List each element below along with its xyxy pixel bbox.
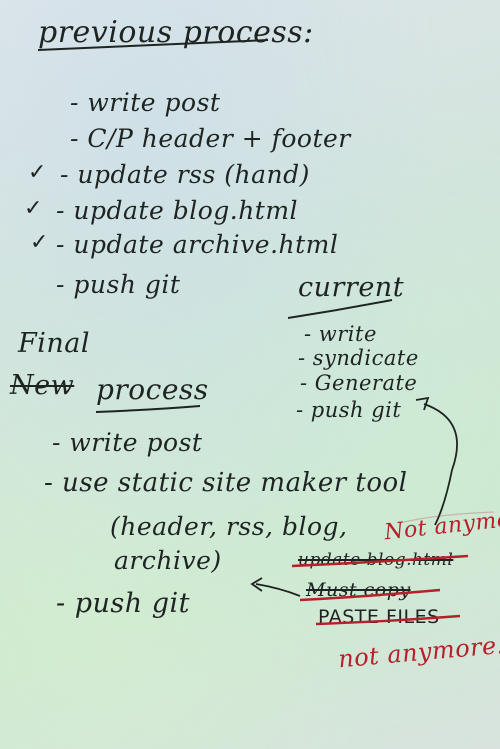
check-mark-icon: ✓ <box>28 160 47 185</box>
current-step-4: - push git <box>296 398 402 422</box>
new-step-1: - write post <box>52 428 203 457</box>
previous-step-3: - update rss (hand) <box>60 160 310 189</box>
previous-step-2: - C/P header + footer <box>70 124 351 153</box>
previous-step-5: - update archive.html <box>56 230 339 259</box>
check-mark-icon: ✓ <box>24 196 43 221</box>
check-mark-icon: ✓ <box>30 230 49 255</box>
final-label: Final <box>18 328 90 359</box>
new-step-4: archive) <box>114 546 222 575</box>
previous-step-4: - update blog.html <box>56 196 299 225</box>
new-step-2: - use static site maker tool <box>44 468 408 498</box>
new-step-5: - push git <box>56 588 190 619</box>
new-step-3: (header, rss, blog, <box>110 512 348 541</box>
new-struck-label: New <box>10 370 75 401</box>
previous-step-1: - write post <box>70 88 221 117</box>
previous-step-6: - push git <box>56 270 181 299</box>
current-step-3: - Generate <box>300 371 418 395</box>
process-label: process <box>96 373 209 406</box>
current-heading: current <box>298 272 405 303</box>
previous-heading: previous process: <box>38 15 314 50</box>
current-step-1: - write <box>304 322 377 346</box>
current-step-2: - syndicate <box>298 346 419 370</box>
